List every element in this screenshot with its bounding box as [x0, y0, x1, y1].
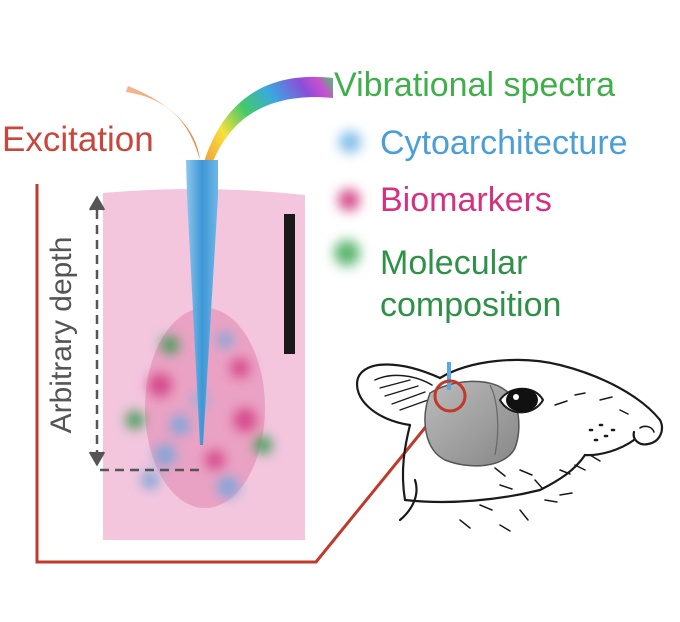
mini-probe-icon	[447, 362, 451, 390]
cytoarchitecture-label: Cytoarchitecture	[380, 124, 628, 162]
excitation-label: Excitation	[2, 120, 154, 159]
arbitrary-depth-label: Arbitrary depth	[45, 236, 78, 434]
composition-line: composition	[380, 286, 562, 324]
vibrational-spectra-label: Vibrational spectra	[334, 66, 615, 104]
connector-line	[35, 184, 439, 564]
legend-dot-molecular	[334, 240, 360, 266]
legend-dot-biomarkers	[338, 189, 360, 211]
depth-arrow	[88, 195, 203, 472]
eye-icon	[498, 387, 545, 414]
probe-fiber-icon	[186, 160, 218, 445]
legend-dot-cytoarchitecture	[339, 131, 361, 153]
molecular-composition-label: Molecular composition	[380, 242, 561, 326]
implant-site-circle	[433, 379, 467, 413]
biomarkers-label: Biomarkers	[380, 181, 552, 219]
spectrum-rainbow-icon	[204, 76, 333, 164]
brain-fold	[489, 384, 499, 456]
scale-bar	[284, 214, 295, 354]
molecular-line: Molecular	[380, 244, 528, 282]
